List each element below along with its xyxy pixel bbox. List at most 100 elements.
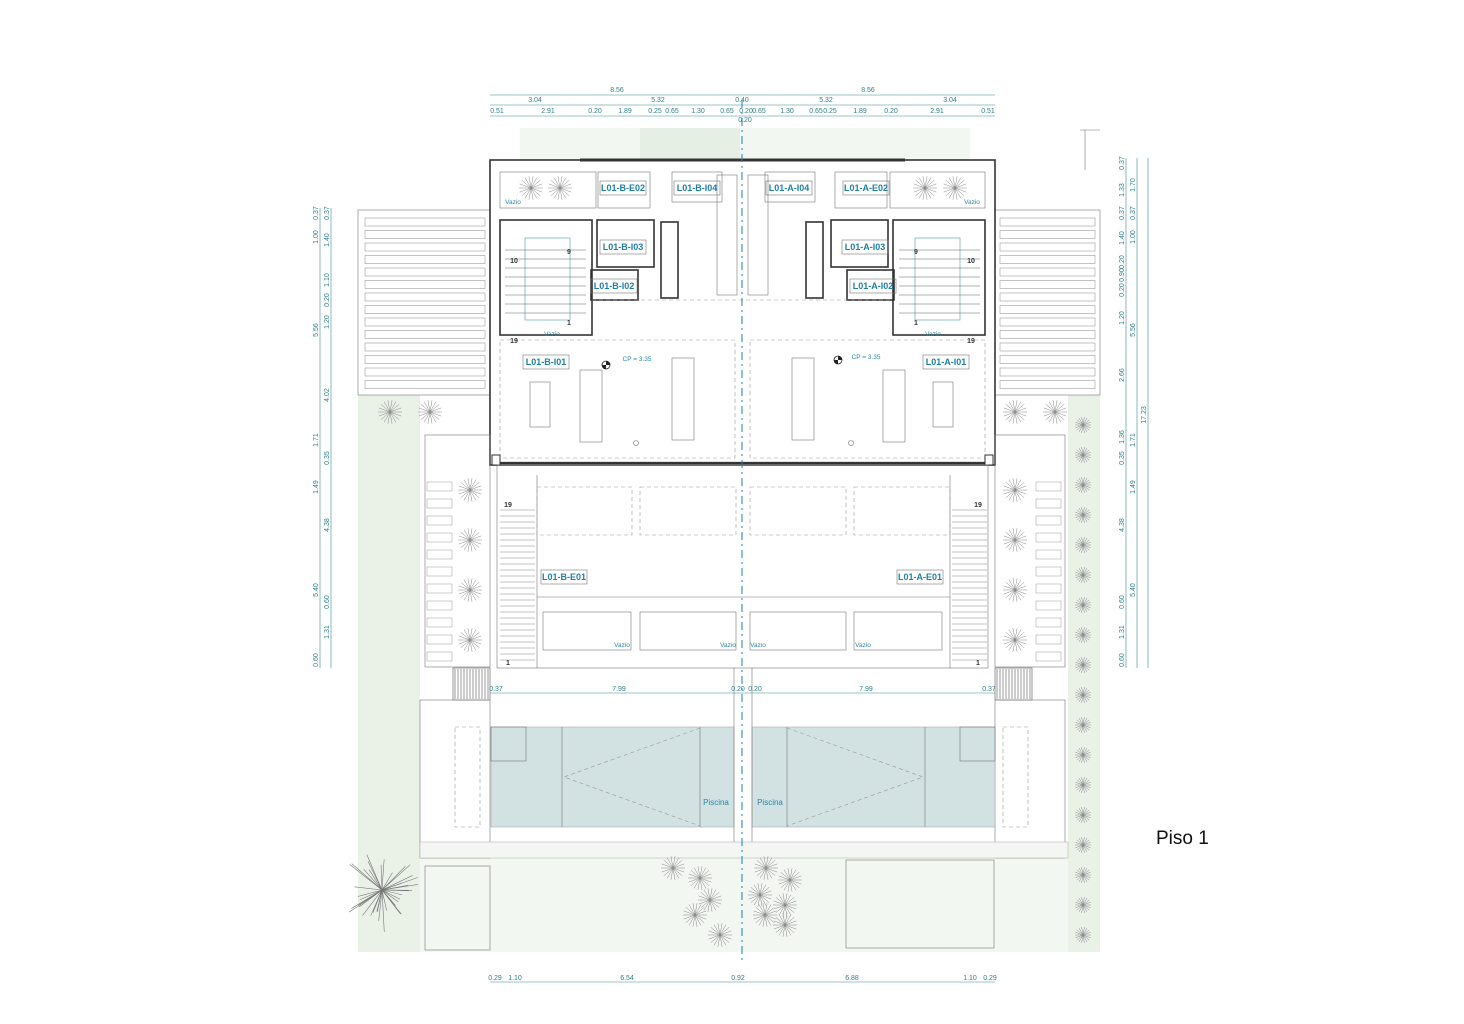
stair-number: 19 [504, 502, 512, 509]
dim-label: 1.10 [963, 975, 977, 982]
deck-slat [1000, 356, 1095, 364]
shrub-branch [520, 184, 531, 188]
shrub-branch [1015, 486, 1026, 490]
a-stair-core [893, 220, 985, 335]
dim-label: 0.20 [748, 686, 762, 693]
dim-label: 0.20 [739, 108, 753, 115]
shrub-icon [1003, 528, 1027, 552]
shrub-branch [1004, 486, 1015, 490]
dim-label: 0.65 [752, 108, 766, 115]
b-stair-core [500, 220, 592, 335]
stair-number: 9 [567, 249, 571, 256]
dim-label: 8.56 [610, 87, 624, 94]
b-sofa [580, 370, 602, 442]
shrub-branch [1015, 408, 1026, 412]
deck-slat [1000, 368, 1095, 376]
shrub-branch [1015, 636, 1026, 640]
dim-label: 0.60 [313, 653, 320, 667]
stair-number: 1 [506, 660, 510, 667]
dim-label: 0.37 [324, 206, 331, 220]
shrub-branch [1015, 586, 1026, 590]
b-appliance-column [661, 222, 678, 298]
shrub-branch [1015, 640, 1026, 644]
dim-label: 1.36 [1119, 430, 1126, 444]
deck-slat [1000, 331, 1095, 339]
shrub-branch [459, 540, 470, 544]
shrub-branch [470, 640, 481, 644]
dim-label: 0.20 [1119, 283, 1126, 297]
dim-label: 0.65 [809, 108, 823, 115]
dim-label: 1.00 [1130, 230, 1137, 244]
deck-slat [1000, 293, 1095, 301]
bench-slat [427, 567, 452, 576]
shrub-icon [548, 176, 572, 200]
dim-label: 1.40 [324, 233, 331, 247]
dim-label: 0.20 [731, 686, 745, 693]
shrub-branch [1004, 412, 1015, 416]
vazio-label: Vazio [544, 331, 560, 338]
shrub-branch [459, 486, 470, 490]
dim-label: 2.91 [930, 108, 944, 115]
b-column-mark [634, 441, 639, 446]
dim-label: 0.20 [884, 108, 898, 115]
shrub-branch [549, 184, 560, 188]
shrub-branch [470, 536, 481, 540]
floor-title: Piso 1 [1156, 828, 1209, 850]
vazio-label: Vazio [925, 331, 941, 338]
dim-label: 0.37 [1130, 206, 1137, 220]
bottom-garden [420, 858, 1068, 952]
room-label-b-e01: L01-B-E01 [542, 572, 586, 582]
bench-slat [1036, 567, 1061, 576]
shrub-icon [519, 176, 543, 200]
shrub-branch [1004, 636, 1015, 640]
deck-slat [365, 306, 485, 314]
dim-label: 1.49 [1130, 480, 1137, 494]
dim-label: 0.20 [324, 293, 331, 307]
shrub-branch [914, 188, 925, 192]
deck-slat [365, 381, 485, 389]
shrub-branch [470, 636, 481, 640]
pool-label: Piscina [757, 798, 783, 807]
vazio-label: Vazio [505, 199, 521, 206]
stair-number: 1 [567, 320, 571, 327]
pool-label: Piscina [703, 798, 729, 807]
stair-number: 1 [976, 660, 980, 667]
dim-label: 1.30 [691, 108, 705, 115]
dim-label: 0.20 [1119, 255, 1126, 269]
shrub-branch [925, 188, 936, 192]
dim-label: 1.30 [780, 108, 794, 115]
column [985, 455, 993, 465]
right-sunbed [1003, 727, 1028, 827]
b-level-marker-icon [602, 361, 610, 369]
dim-label: 0.37 [1119, 156, 1126, 170]
deck-slat [1000, 281, 1095, 289]
room-label-a-i02: L01-A-I02 [853, 281, 894, 291]
dim-label: 5.40 [313, 583, 320, 597]
planter [750, 487, 846, 535]
left-side-bench [425, 435, 490, 667]
dim-label: 4.02 [324, 388, 331, 402]
pool-edge-path [420, 842, 1068, 858]
shrub-branch [1015, 490, 1026, 494]
dim-label: 1.00 [313, 230, 320, 244]
shrub-branch [459, 536, 470, 540]
bench-slat [1036, 635, 1061, 644]
deck-slat [365, 231, 485, 239]
stair-number: 1 [914, 320, 918, 327]
room-label-b-i03: L01-B-I03 [603, 242, 644, 252]
right-grille [995, 668, 1032, 700]
shrub-icon [1003, 478, 1027, 502]
shrub-branch [459, 590, 470, 594]
dim-label: 1.20 [324, 315, 331, 329]
dim-label: 5.32 [651, 97, 665, 104]
shrub-branch [419, 408, 430, 412]
shrub-branch [470, 490, 481, 494]
shrub-branch [1004, 408, 1015, 412]
deck-slat [1000, 343, 1095, 351]
dim-label: 7.99 [612, 686, 626, 693]
shrub-branch [1004, 540, 1015, 544]
dim-label: 0.29 [488, 975, 502, 982]
shrub-icon [458, 478, 482, 502]
dim-label: 1.31 [1119, 625, 1126, 639]
dim-label: 3.04 [943, 97, 957, 104]
